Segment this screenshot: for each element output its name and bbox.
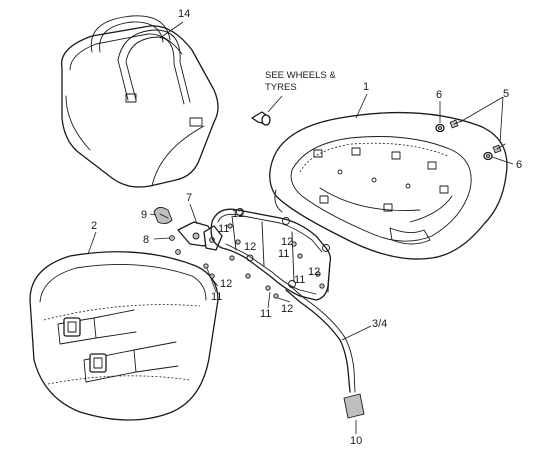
callout-5: 5 — [503, 88, 509, 100]
callout-12-c: 12 — [281, 236, 293, 248]
pannier-lid — [269, 111, 508, 260]
clip-part — [153, 207, 173, 225]
note-see-wheels-line1: SEE WHEELS & — [265, 70, 336, 81]
screws-8 — [169, 235, 181, 255]
fasteners — [203, 223, 325, 299]
note-see-wheels-line2: TYRES — [265, 82, 297, 93]
callout-10: 10 — [350, 435, 362, 447]
callout-3-4: 3/4 — [372, 318, 387, 330]
callout-11-d: 11 — [294, 274, 305, 286]
valve-cap-part — [251, 95, 283, 126]
bolt-washer-lower — [483, 143, 506, 161]
callout-12-f: 12 — [220, 278, 232, 290]
callout-1: 1 — [363, 81, 369, 93]
callout-9: 9 — [141, 209, 147, 221]
bolt-washer-upper — [435, 119, 465, 133]
callout-7: 7 — [186, 192, 192, 204]
end-cap — [343, 393, 365, 419]
mount-bracket — [177, 221, 223, 251]
support-frame — [210, 208, 356, 393]
callout-12-e: 12 — [308, 266, 320, 278]
callout-14: 14 — [178, 8, 190, 20]
callout-6-lower: 6 — [516, 159, 522, 171]
callout-8: 8 — [143, 234, 149, 246]
callout-12-a: 12 — [232, 208, 244, 220]
callout-6-upper: 6 — [436, 89, 442, 101]
callout-2: 2 — [91, 220, 97, 232]
callout-11-e: 11 — [211, 291, 222, 303]
callout-12-b: 12 — [244, 241, 256, 253]
callout-11-c: 11 — [278, 248, 289, 260]
callout-12-g: 12 — [281, 303, 293, 315]
callout-11-f: 11 — [260, 308, 271, 320]
pannier-body — [29, 251, 219, 421]
inner-bag — [60, 15, 219, 188]
callout-11-a: 11 — [218, 223, 229, 235]
